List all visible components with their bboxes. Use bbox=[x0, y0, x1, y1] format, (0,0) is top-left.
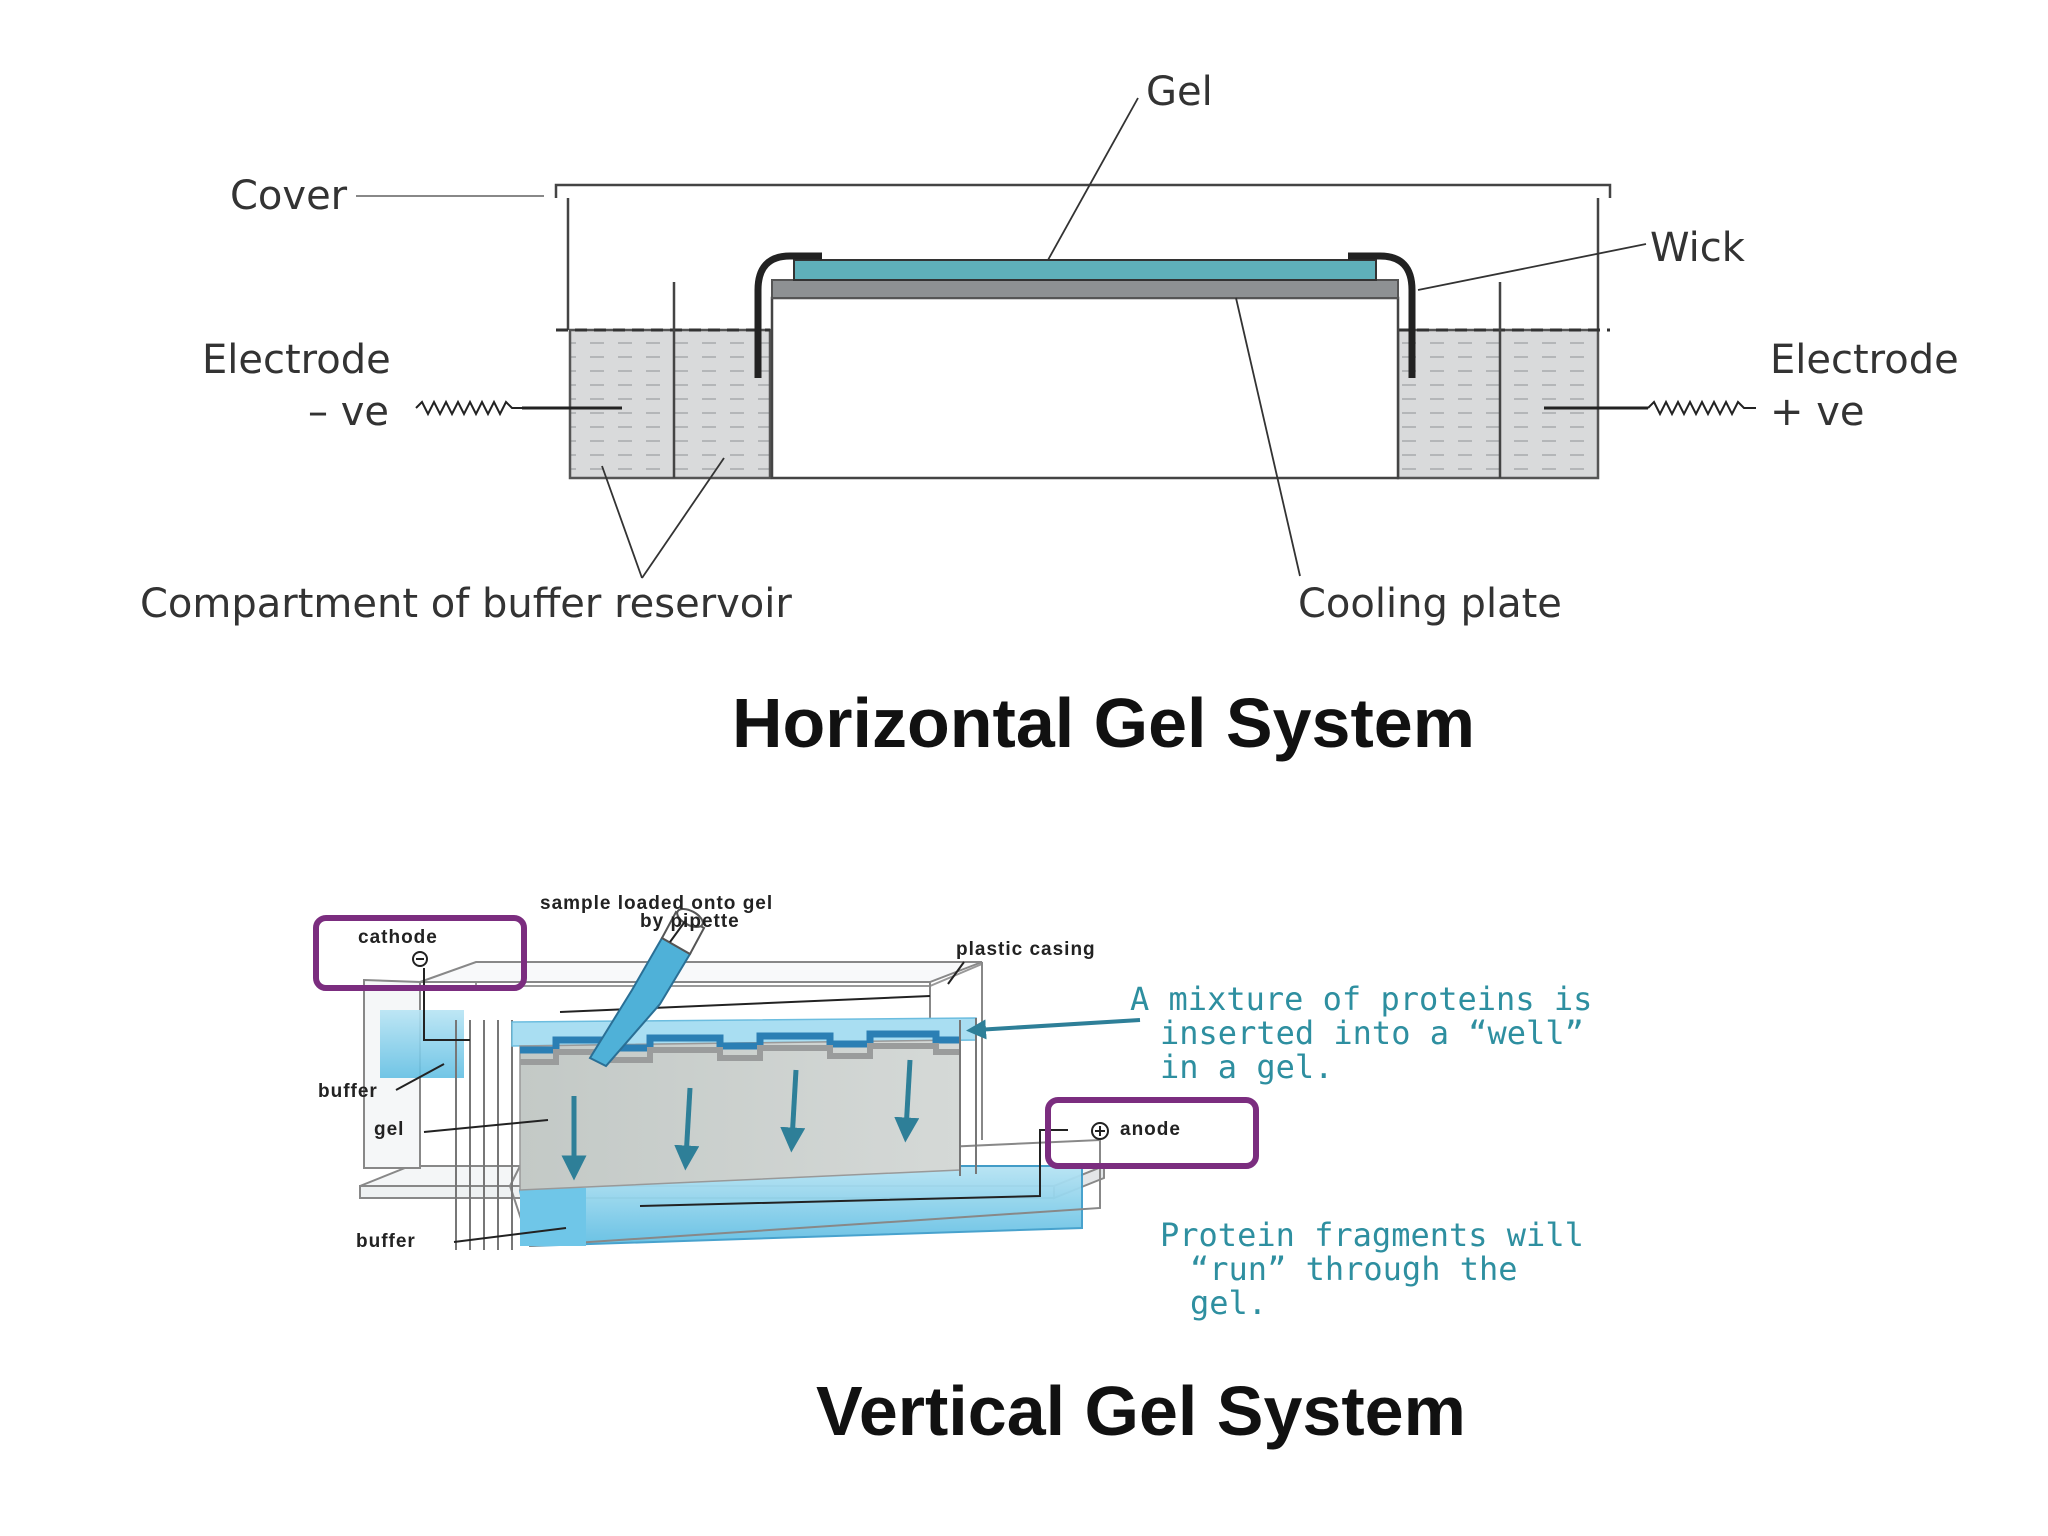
horizontal-gel-diagram bbox=[356, 97, 1756, 579]
vertical-system-title: Vertical Gel System bbox=[816, 1372, 1466, 1450]
migration-arrow bbox=[780, 1069, 806, 1153]
gel-slab bbox=[793, 259, 1377, 281]
wick-label: Wick bbox=[1650, 225, 1745, 271]
cover-outline bbox=[554, 183, 1612, 198]
plastic-casing-label: plastic casing bbox=[956, 939, 1096, 960]
plus-symbol bbox=[1091, 1122, 1109, 1140]
horizontal-system-title: Horizontal Gel System bbox=[732, 684, 1475, 762]
gel-side-label: gel bbox=[374, 1119, 405, 1140]
run-note-line2: “run” through the bbox=[1190, 1250, 1518, 1288]
cooling-plate bbox=[771, 279, 1399, 299]
central-platform bbox=[770, 296, 1400, 480]
gel-slab bbox=[519, 1039, 961, 1191]
well-note-line2: inserted into a “well” bbox=[1160, 1014, 1584, 1052]
electrode-left-label: Electrode bbox=[202, 337, 391, 383]
sample-label-line2: by pipette bbox=[640, 911, 740, 932]
cathode-label: cathode bbox=[358, 927, 438, 948]
run-note-line1: Protein fragments will bbox=[1160, 1216, 1584, 1254]
well-pointer-arrow bbox=[966, 1018, 1141, 1040]
sample-label-line1: sample loaded onto gel bbox=[540, 893, 774, 914]
well-note: A mixture of proteins is inserted into a… bbox=[1130, 982, 1592, 1084]
anode-highlight-box bbox=[1045, 1097, 1259, 1169]
right-buffer-reservoir bbox=[1396, 328, 1600, 480]
left-wick bbox=[754, 252, 822, 378]
buffer-compartment-label: Compartment of buffer reservoir bbox=[140, 581, 792, 627]
anode-label: anode bbox=[1120, 1119, 1181, 1140]
electrode-right-sign: + ve bbox=[1770, 389, 1865, 435]
buffer-top-label: buffer bbox=[318, 1081, 378, 1102]
left-resistor bbox=[415, 399, 522, 417]
gel-label: Gel bbox=[1146, 69, 1213, 115]
migration-arrow bbox=[674, 1087, 700, 1171]
anode-wire bbox=[639, 1129, 1068, 1207]
run-note-line3: gel. bbox=[1190, 1284, 1268, 1322]
well-note-line3: in a gel. bbox=[1160, 1048, 1334, 1086]
vertical-gel-diagram bbox=[313, 907, 1259, 1250]
electrode-right-label: Electrode bbox=[1770, 337, 1959, 383]
cathode-wire bbox=[423, 968, 470, 1041]
cover-label: Cover bbox=[230, 173, 348, 219]
electrode-left-sign: – ve bbox=[308, 389, 389, 435]
cathode-highlight-box bbox=[313, 915, 527, 991]
gel-wells bbox=[520, 1030, 960, 1054]
top-buffer-left bbox=[380, 1010, 464, 1078]
migration-arrow bbox=[894, 1059, 920, 1143]
cooling-plate-label: Cooling plate bbox=[1298, 581, 1562, 627]
buffer-bottom-label: buffer bbox=[356, 1231, 416, 1252]
right-resistor bbox=[1647, 399, 1756, 417]
run-note: Protein fragments will “run” through the… bbox=[1160, 1218, 1584, 1320]
left-buffer-reservoir bbox=[568, 328, 772, 480]
minus-symbol bbox=[412, 951, 428, 967]
well-note-line1: A mixture of proteins is bbox=[1130, 980, 1593, 1018]
right-wick bbox=[1348, 252, 1416, 378]
